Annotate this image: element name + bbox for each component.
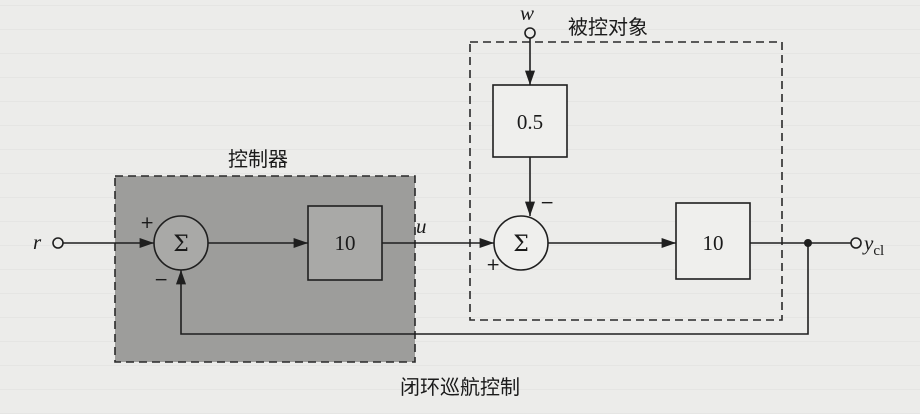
- plant-gain-block: [675, 202, 751, 280]
- disturbance-gain-block: [492, 84, 568, 158]
- controller-boundary: [114, 175, 416, 363]
- controller-label: 控制器: [228, 147, 288, 171]
- disturbance-signal-label: w: [520, 1, 534, 25]
- plant-sum-symbol: Σ: [513, 232, 529, 257]
- plant-boundary: [469, 41, 783, 321]
- reference-input-terminal: [52, 237, 64, 249]
- plant-plus-sign: +: [486, 255, 500, 275]
- control-signal-label: u: [416, 214, 427, 238]
- controller-gain-block: [307, 205, 383, 281]
- controller-gain-value: 10: [335, 231, 356, 255]
- controller-plus-sign: +: [140, 213, 154, 233]
- output-signal-label: ycl: [862, 231, 884, 259]
- output-terminal: [850, 237, 862, 249]
- reference-signal-label: r: [33, 230, 42, 254]
- plant-minus-sign: −: [540, 193, 554, 213]
- diagram-caption: 闭环巡航控制: [400, 375, 520, 399]
- feedback-wire: [175, 243, 809, 335]
- disturbance-gain-value: 0.5: [517, 110, 543, 134]
- controller-sum-symbol: Σ: [173, 232, 189, 257]
- plant-label: 被控对象: [568, 15, 648, 39]
- disturbance-input-terminal: [524, 27, 536, 39]
- controller-minus-sign: −: [154, 270, 168, 290]
- plant-gain-value: 10: [703, 231, 724, 255]
- output-signal-subscript: cl: [873, 243, 884, 259]
- output-signal-main: y: [862, 231, 874, 255]
